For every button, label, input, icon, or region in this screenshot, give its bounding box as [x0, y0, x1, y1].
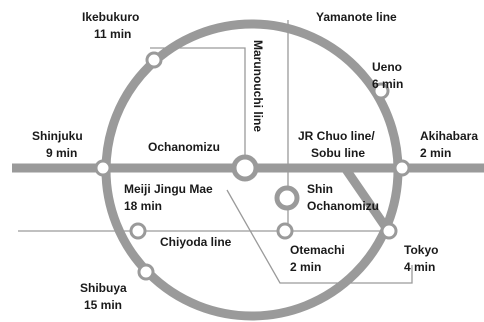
station-ueno[interactable]	[372, 82, 390, 100]
chuo-branch-to-tokyo	[341, 165, 393, 235]
station-akihabara[interactable]	[393, 159, 411, 177]
shinjuku-name: Shinjuku	[32, 129, 83, 143]
station-ochanomizu[interactable]	[231, 154, 259, 182]
otemachi-time: 2 min	[290, 260, 321, 274]
yamanote-line-label: Yamanote line	[316, 10, 397, 24]
station-tokyo[interactable]	[380, 222, 398, 240]
shin-ochanomizu-name-1: Shin	[307, 182, 333, 196]
shibuya-name: Shibuya	[80, 281, 127, 295]
ueno-time: 6 min	[372, 77, 403, 91]
jr-chuo-line-label-line1: JR Chuo line/	[298, 129, 375, 143]
marunouchi-line-north	[150, 47, 246, 165]
station-shin-ochanomizu[interactable]	[274, 185, 300, 211]
ueno-name: Ueno	[372, 60, 402, 74]
akihabara-time: 2 min	[420, 146, 451, 160]
station-ikebukuro[interactable]	[145, 51, 163, 69]
station-meiji-jingu-mae[interactable]	[129, 222, 147, 240]
shin-ochanomizu-name-2: Ochanomizu	[307, 199, 379, 213]
ikebukuro-name: Ikebukuro	[82, 10, 139, 24]
marunouchi-line-label: Marunouchi line	[251, 40, 265, 132]
tokyo-time: 4 min	[404, 260, 435, 274]
meiji-jingu-mae-time: 18 min	[124, 199, 162, 213]
shibuya-time: 15 min	[84, 298, 122, 312]
station-otemachi[interactable]	[276, 222, 294, 240]
station-shibuya[interactable]	[137, 263, 155, 281]
akihabara-name: Akihabara	[420, 129, 478, 143]
shinjuku-time: 9 min	[46, 146, 77, 160]
chiyoda-line-label: Chiyoda line	[160, 235, 232, 249]
tokyo-name: Tokyo	[404, 243, 438, 257]
ikebukuro-time: 11 min	[94, 27, 131, 41]
meiji-jingu-mae-name: Meiji Jingu Mae	[124, 182, 213, 196]
jr-chuo-line-label-line2: Sobu line	[311, 146, 365, 160]
station-shinjuku[interactable]	[94, 159, 112, 177]
otemachi-name: Otemachi	[290, 243, 345, 257]
ochanomizu-name: Ochanomizu	[148, 140, 220, 154]
